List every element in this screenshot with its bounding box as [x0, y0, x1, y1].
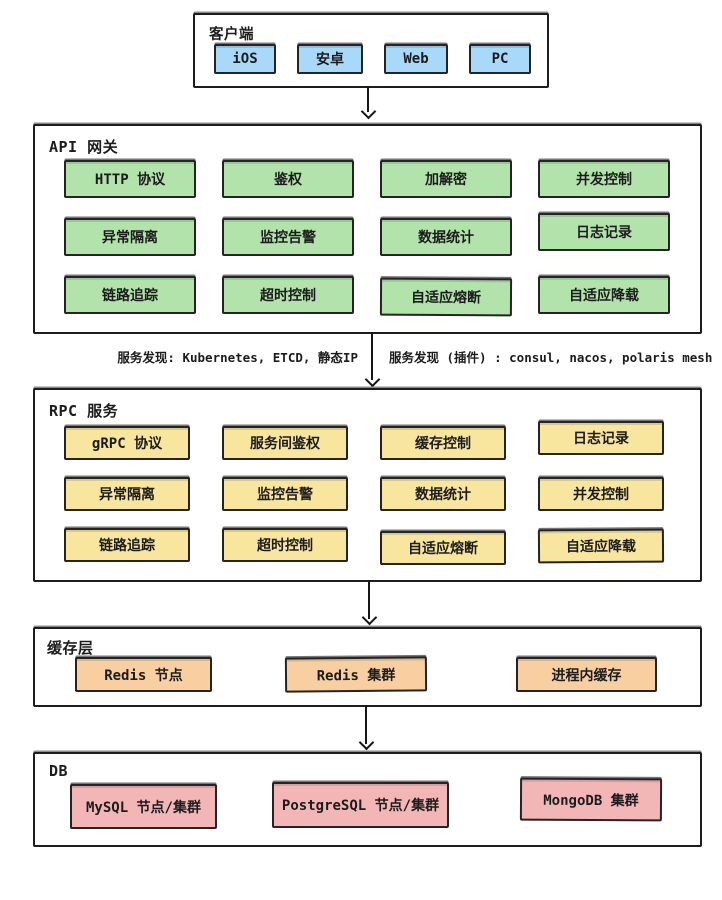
arrow-down-head-icon — [360, 103, 377, 120]
cache-node-in-process: 进程内缓存 — [516, 657, 657, 692]
arrow-down-head-icon — [364, 371, 381, 388]
gateway-node: 日志记录 — [538, 213, 670, 251]
service-discovery-right-label: 服务发现 (插件) : consul, nacos, polaris mesh — [389, 350, 713, 365]
cache-node-redis-single: Redis 节点 — [75, 657, 212, 692]
rpc-node: 数据统计 — [380, 477, 506, 511]
api-gateway-container: API 网关 HTTP 协议 鉴权 加解密 并发控制 异常隔离 监控告警 数据统… — [33, 124, 702, 334]
cache-node-redis-cluster: Redis 集群 — [284, 656, 428, 693]
rpc-node: gRPC 协议 — [64, 426, 190, 460]
rpc-node: 监控告警 — [222, 477, 348, 511]
client-node-web: Web — [384, 44, 448, 74]
rpc-node: 自适应熔断 — [380, 531, 506, 565]
rpc-node: 并发控制 — [538, 477, 664, 511]
rpc-node: 异常隔离 — [64, 477, 190, 511]
client-node-row: iOS 安卓 Web PC — [214, 44, 531, 74]
rpc-node: 日志记录 — [538, 421, 664, 455]
gateway-node: 异常隔离 — [64, 218, 196, 256]
db-layer-container: DB MySQL 节点/集群 PostgreSQL 节点/集群 MongoDB … — [33, 752, 702, 847]
cache-layer-title: 缓存层 — [47, 639, 94, 657]
rpc-node: 服务间鉴权 — [222, 426, 348, 460]
arrow-down-icon — [365, 705, 367, 744]
rpc-node: 链路追踪 — [64, 528, 190, 562]
gateway-node: 自适应降载 — [538, 276, 670, 314]
rpc-service-container: RPC 服务 gRPC 协议 服务间鉴权 缓存控制 日志记录 异常隔离 监控告警… — [33, 388, 702, 582]
rpc-node: 缓存控制 — [380, 426, 506, 460]
gateway-node: 自适应熔断 — [379, 277, 513, 317]
client-layer-title: 客户端 — [209, 27, 254, 43]
gateway-node: 监控告警 — [222, 218, 354, 256]
client-node-pc: PC — [469, 44, 531, 74]
api-gateway-grid: HTTP 协议 鉴权 加解密 并发控制 异常隔离 监控告警 数据统计 日志记录 … — [64, 160, 670, 317]
service-discovery-left-label: 服务发现: Kubernetes, ETCD, 静态IP — [117, 350, 358, 365]
gateway-node: 并发控制 — [538, 160, 670, 198]
db-layer-title: DB — [49, 762, 69, 780]
rpc-node: 超时控制 — [222, 528, 348, 562]
arrow-down-head-icon — [358, 734, 375, 751]
arrow-down-icon — [367, 86, 369, 112]
gateway-node: HTTP 协议 — [64, 160, 196, 198]
arrow-down-icon — [371, 332, 373, 380]
api-gateway-title: API 网关 — [49, 138, 119, 156]
gateway-node: 鉴权 — [222, 160, 354, 198]
arrow-down-icon — [368, 580, 370, 619]
client-layer-container: 客户端 iOS 安卓 Web PC — [193, 13, 549, 88]
gateway-node: 超时控制 — [222, 276, 354, 314]
arrow-down-head-icon — [361, 609, 378, 626]
rpc-service-grid: gRPC 协议 服务间鉴权 缓存控制 日志记录 异常隔离 监控告警 数据统计 并… — [64, 421, 665, 565]
gateway-node: 加解密 — [380, 160, 512, 198]
db-node-postgres: PostgreSQL 节点/集群 — [272, 782, 449, 828]
client-node-android: 安卓 — [297, 44, 363, 74]
rpc-node: 自适应降载 — [537, 528, 665, 564]
gateway-node: 链路追踪 — [64, 276, 196, 314]
client-node-ios: iOS — [214, 44, 276, 74]
gateway-node: 数据统计 — [380, 218, 512, 256]
db-node-mongodb: MongoDB 集群 — [519, 777, 663, 822]
db-node-mysql: MySQL 节点/集群 — [70, 784, 217, 829]
cache-layer-container: 缓存层 Redis 节点 Redis 集群 进程内缓存 — [33, 627, 702, 707]
rpc-service-title: RPC 服务 — [49, 402, 119, 420]
